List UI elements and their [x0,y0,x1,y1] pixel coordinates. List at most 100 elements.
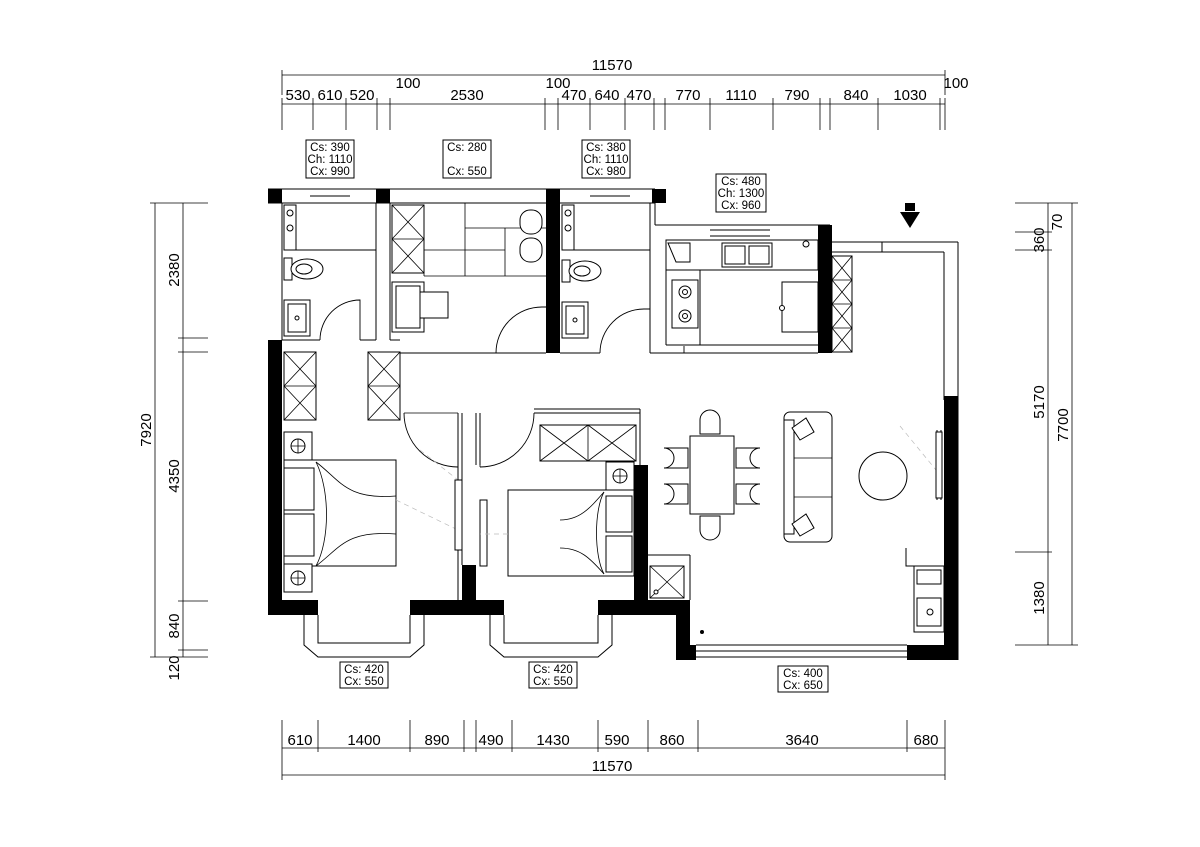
svg-text:Cs: 380: Cs: 380 [586,142,626,154]
svg-text:470: 470 [626,87,651,104]
toilet-icon [283,257,324,281]
bottom-dimension-lines [281,720,946,780]
svg-text:2380: 2380 [166,253,183,286]
top-segment-labels: 530 610 520 100 2530 100 470 640 470 770… [285,75,968,104]
svg-text:530: 530 [285,87,310,104]
lamp-icon [283,431,313,461]
window-tag: Cs: 400 Cx: 650 [777,665,829,693]
svg-text:470: 470 [561,87,586,104]
svg-text:520: 520 [349,87,374,104]
wardrobe-icon [539,424,637,462]
bathroom-left [283,204,376,337]
right-segment-labels: 70 360 5170 1380 [1031,214,1066,615]
stove-icon [671,279,699,329]
bathroom-right [561,204,650,339]
svg-text:100: 100 [395,75,420,92]
svg-text:680: 680 [913,732,938,749]
svg-text:Cx: 990: Cx: 990 [310,166,350,178]
svg-text:Cs: 400: Cs: 400 [783,668,823,680]
svg-text:3640: 3640 [785,732,818,749]
walls [268,188,959,660]
svg-text:Cx: 550: Cx: 550 [344,676,384,688]
svg-text:Cs: 280: Cs: 280 [447,142,487,154]
wardrobe-icon [649,565,685,599]
wardrobe-icon [367,351,401,421]
svg-text:860: 860 [659,732,684,749]
top-total-dimension: 11570 [592,57,633,74]
svg-text:Cs: 390: Cs: 390 [310,142,350,154]
bed-icon [283,459,397,567]
sofa-icon [783,411,833,543]
svg-text:Ch: 1300: Ch: 1300 [718,188,765,200]
window-tag: Cs: 390 Ch: 1110 Cx: 990 [305,139,355,179]
svg-text:Cx: 550: Cx: 550 [447,166,487,178]
entrance-arrow-icon [900,203,920,228]
svg-text:840: 840 [843,87,868,104]
svg-text:70: 70 [1049,214,1066,231]
svg-text:2530: 2530 [450,87,483,104]
svg-text:1430: 1430 [536,732,569,749]
svg-text:Ch: 1110: Ch: 1110 [308,154,353,166]
sink-icon [283,299,311,337]
bedroom-left [283,351,463,593]
top-dimension-lines [281,70,946,130]
window-tag: Cs: 480 Ch: 1300 Cx: 960 [715,173,767,213]
svg-text:1030: 1030 [893,87,926,104]
sink-icon [561,301,589,339]
svg-text:4350: 4350 [166,459,183,492]
svg-text:Cx: 650: Cx: 650 [783,680,823,692]
svg-text:890: 890 [424,732,449,749]
svg-text:770: 770 [675,87,700,104]
left-dimension-lines [150,202,208,658]
doors [319,299,650,468]
svg-text:1380: 1380 [1031,581,1048,614]
lamp-icon [605,461,635,491]
svg-text:Cs: 420: Cs: 420 [344,664,384,676]
svg-text:790: 790 [784,87,809,104]
svg-text:5170: 5170 [1031,385,1048,418]
svg-text:Cx: 550: Cx: 550 [533,676,573,688]
svg-text:120: 120 [166,655,183,680]
toilet-icon [561,259,602,283]
entry-cabinet [905,548,945,633]
wardrobe-icon [831,255,853,353]
svg-text:590: 590 [604,732,629,749]
window-tag: Cs: 420 Cx: 550 [339,661,389,689]
window-tag: Cs: 420 Cx: 550 [528,661,578,689]
svg-text:1400: 1400 [347,732,380,749]
bed-icon [507,489,635,577]
svg-text:Cs: 480: Cs: 480 [721,176,761,188]
corner-dot [700,630,704,634]
wardrobe-icon [283,351,317,421]
svg-text:610: 610 [317,87,342,104]
kitchen [660,239,819,354]
dining-table-icon [663,409,761,541]
left-segment-labels: 2380 4350 840 120 [166,253,183,680]
bottom-total-dimension: 11570 [592,758,633,775]
svg-text:1110: 1110 [725,87,756,104]
svg-text:840: 840 [166,613,183,638]
svg-text:490: 490 [478,732,503,749]
left-total-dimension: 7920 [138,413,155,446]
svg-text:Cx: 980: Cx: 980 [586,166,626,178]
sink-icon [721,242,773,268]
tv-cabinet [935,431,943,499]
tv-cabinet [479,499,488,567]
svg-text:100: 100 [545,75,570,92]
window-tag: Cs: 380 Ch: 1110 Cx: 980 [581,139,631,179]
window-tag: Cs: 280 Cx: 550 [442,139,492,179]
svg-text:Ch: 1110: Ch: 1110 [584,154,629,166]
svg-text:100: 100 [943,75,968,92]
right-total-dimension: 7700 [1055,408,1072,441]
svg-text:610: 610 [287,732,312,749]
lamp-icon [283,563,313,593]
bedroom-middle [479,424,637,577]
round-table-icon [858,451,908,501]
tv-cabinet [454,479,463,551]
svg-text:360: 360 [1031,227,1048,252]
wardrobe-icon [391,204,425,274]
svg-text:Cs: 420: Cs: 420 [533,664,573,676]
svg-text:Cx: 960: Cx: 960 [721,200,761,212]
bathroom-middle [391,203,546,333]
